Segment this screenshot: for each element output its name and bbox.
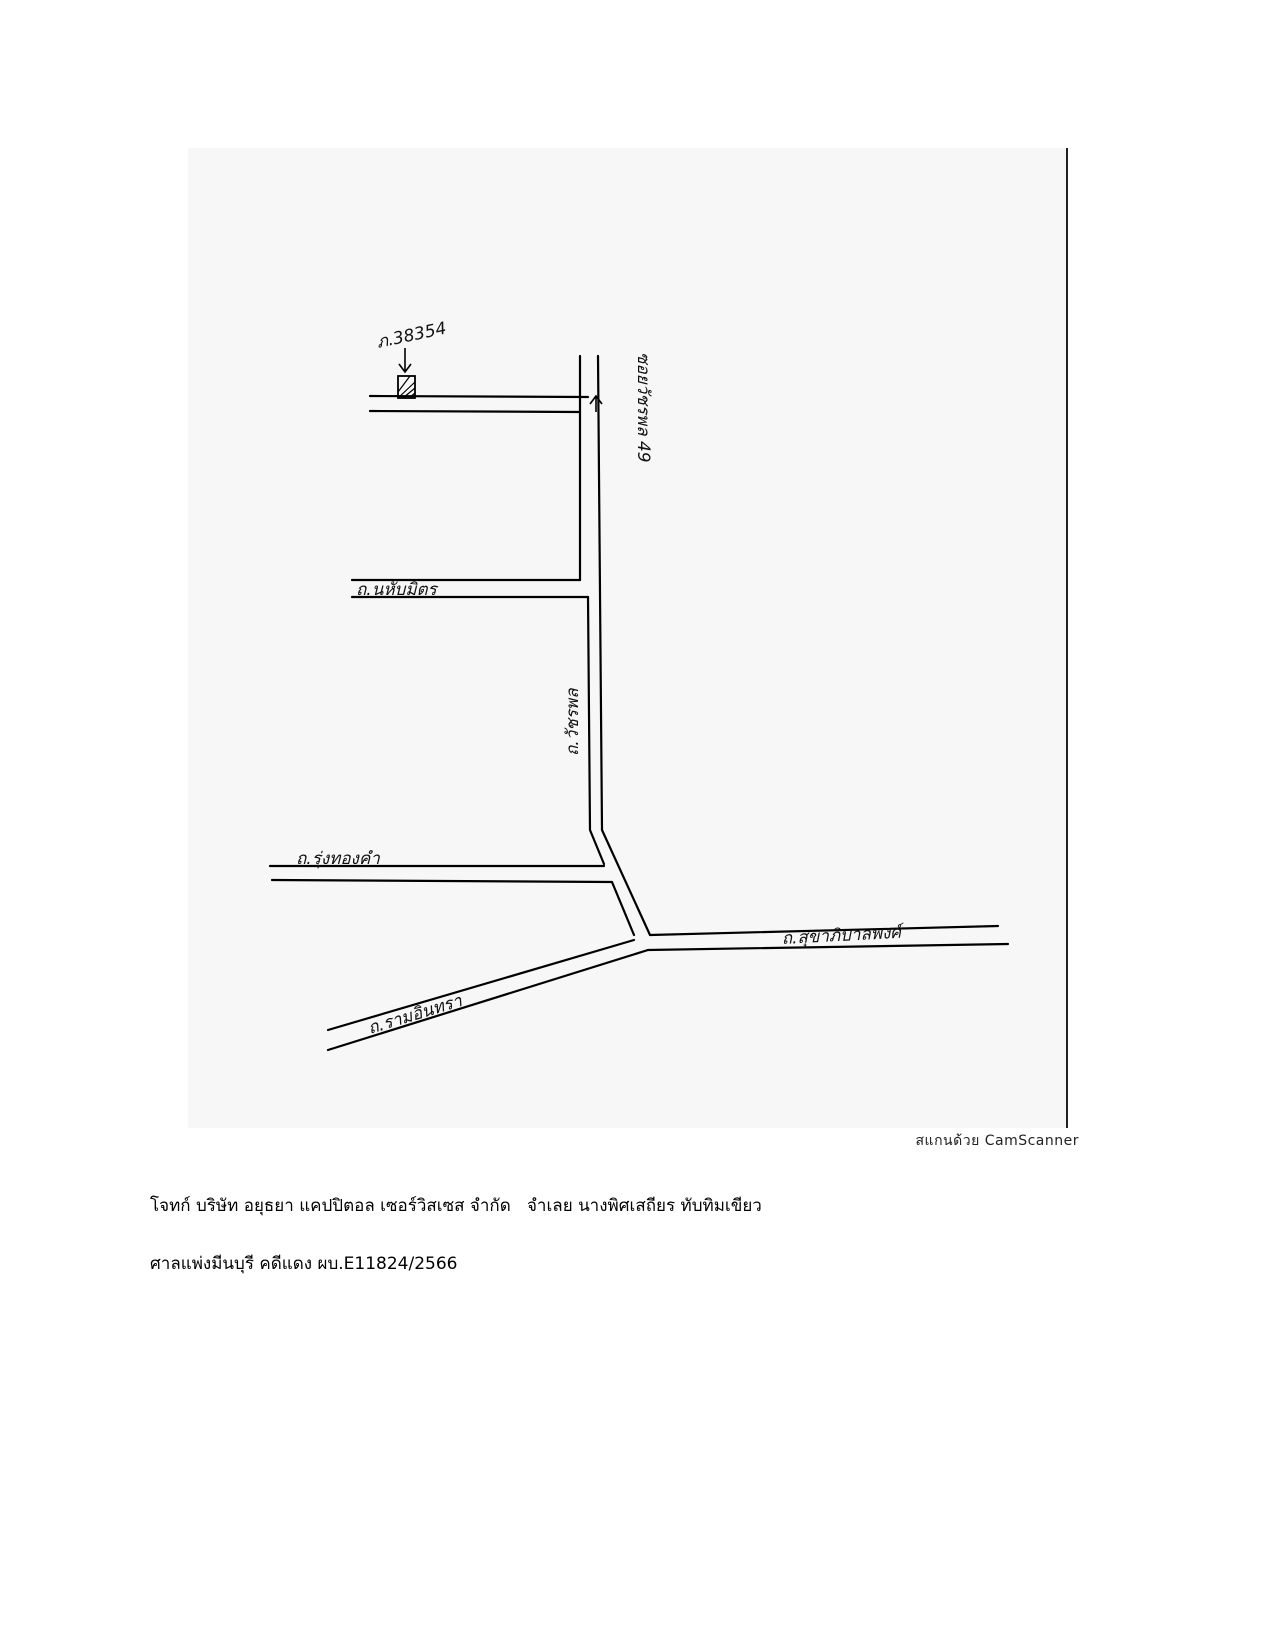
road-top-upper [368,394,590,399]
camscanner-watermark: สแกนด้วย CamScanner [915,1133,1079,1149]
soi-label: ซอยวัชรพล 49 [633,352,653,463]
scan-right-edge [1066,148,1068,1128]
plot-arrow-icon [398,348,412,374]
plot-label: ภ.38354 [375,319,448,353]
road-diagonal-lower [326,948,650,1052]
scanned-map-area [188,148,1068,1128]
case-number-line: ศาลแพ่งมีนบุรี คดีแดง ผบ.E11824/2566 [150,1254,458,1274]
road-diagonal-upper [326,938,636,1032]
case-parties-line: โจทก์ บริษัท อยุธยา แคปปิตอล เซอร์วิสเซส… [150,1196,762,1216]
road-third-lower [270,878,636,937]
road-label-bottom-left: ถ.รามอินทรา [366,991,465,1039]
plot-hatch [397,375,416,399]
soi-arrow-icon [589,394,603,412]
road-top-lower [368,409,582,414]
road-vertical-right [596,354,1000,937]
road-vertical-left-lower [586,595,606,866]
road-right-lower [646,942,1010,952]
plot-marker [397,375,416,399]
road-label-middle-left: ถ.รุ่งทองคำ [296,849,380,869]
road-label-top-left: ถ.นหับมิตร [356,580,439,600]
road-label-vertical: ถ.วัชรพล [563,687,583,756]
